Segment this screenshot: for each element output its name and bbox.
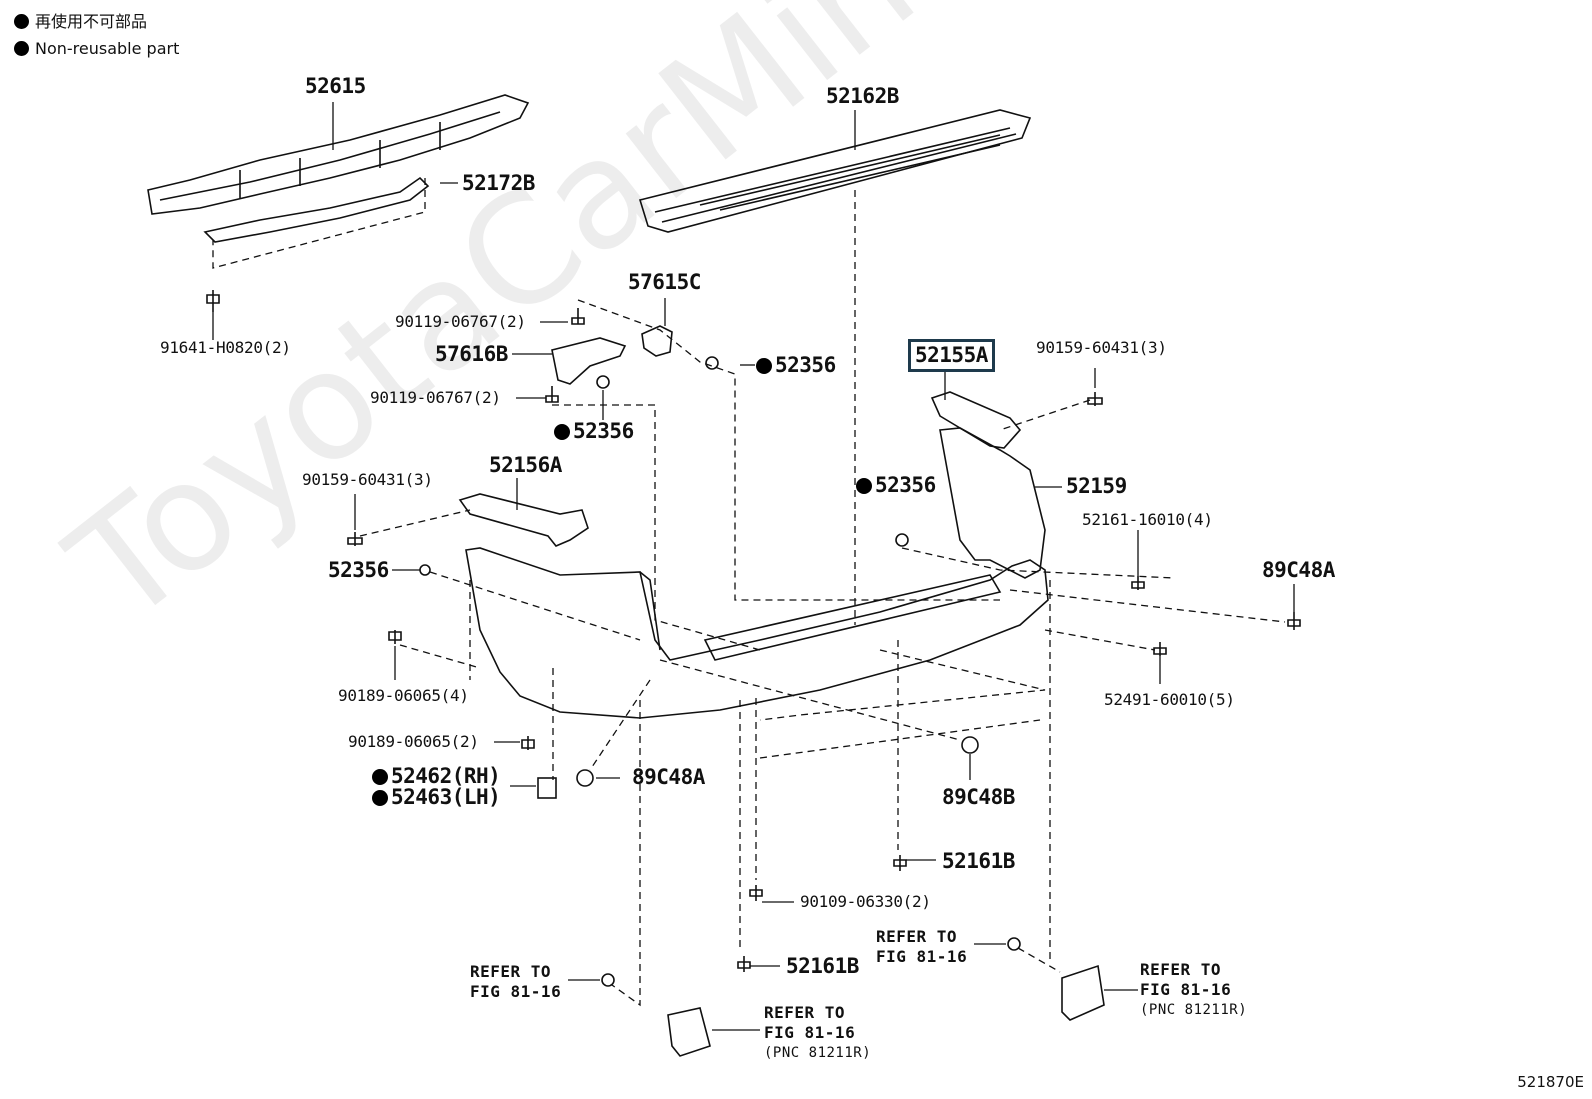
non-reusable-dot-icon [856, 478, 872, 494]
legend-en: Non-reusable part [14, 41, 179, 57]
refer-pnc-right-line3: (PNC 81211R) [1140, 1002, 1248, 1018]
part-52156A-shape [458, 493, 589, 547]
refer-center-line2: FIG 81-16 [876, 947, 968, 966]
refer-fig-81-16-pnc-left[interactable]: REFER TO FIG 81-16 (PNC 81211R) [764, 1003, 871, 1063]
label-52155A-highlighted[interactable]: 52155A [908, 339, 995, 372]
refer-left-line1: REFER TO [470, 962, 552, 981]
part-52172B-shape [203, 176, 430, 243]
part-bumper-cover-shape [465, 547, 1049, 719]
legend-jp: 再使用不可部品 [14, 14, 147, 30]
refer-center-line1: REFER TO [876, 927, 958, 946]
label-90189-06065-2[interactable]: 90189-06065(2) [348, 732, 479, 751]
label-52356-left-bracket-text: 52356 [573, 419, 634, 443]
non-reusable-dot-icon [756, 358, 772, 374]
part-52159-shape [939, 427, 1046, 579]
label-57616B[interactable]: 57616B [435, 342, 508, 366]
non-reusable-dot-icon [554, 424, 570, 440]
label-52615[interactable]: 52615 [305, 74, 366, 98]
label-90189-06065-4[interactable]: 90189-06065(4) [338, 686, 469, 705]
legend-en-text: Non-reusable part [35, 39, 180, 58]
figure-id: 521870E [1517, 1073, 1584, 1091]
label-52156A[interactable]: 52156A [489, 453, 562, 477]
non-reusable-dot-icon [372, 769, 388, 785]
label-90109-06330[interactable]: 90109-06330(2) [800, 892, 931, 911]
label-52356-center[interactable]: 52356 [856, 475, 936, 496]
label-52356-upper[interactable]: 52356 [756, 355, 836, 376]
label-52356-upper-text: 52356 [775, 353, 836, 377]
label-90159-60431-right[interactable]: 90159-60431(3) [1036, 338, 1167, 357]
label-52462-text: 52462(RH) [391, 764, 501, 788]
label-52159[interactable]: 52159 [1066, 474, 1127, 498]
part-57616B-shape [551, 337, 627, 385]
label-91641-H0820[interactable]: 91641-H0820(2) [160, 338, 291, 357]
label-52462-rh[interactable]: 52462(RH) [372, 764, 501, 788]
label-90119-06767-top[interactable]: 90119-06767(2) [395, 312, 526, 331]
right-lamp-shape [1061, 964, 1105, 1021]
label-52463-text: 52463(LH) [391, 785, 501, 809]
part-52155A-shape [930, 391, 1022, 449]
refer-pnc-right-line2: FIG 81-16 [1140, 980, 1232, 999]
part-52162B-shape [638, 109, 1032, 233]
label-52172B[interactable]: 52172B [462, 171, 535, 195]
label-52161-16010[interactable]: 52161-16010(4) [1082, 510, 1213, 529]
refer-pnc-left-line1: REFER TO [764, 1003, 846, 1022]
label-52161B-upper[interactable]: 52161B [942, 849, 1015, 873]
non-reusable-dot-icon [14, 14, 29, 29]
label-52162B[interactable]: 52162B [826, 84, 899, 108]
non-reusable-dot-icon [372, 790, 388, 806]
refer-pnc-left-line3: (PNC 81211R) [764, 1045, 872, 1061]
label-52161B-lower[interactable]: 52161B [786, 954, 859, 978]
refer-fig-81-16-left[interactable]: REFER TO FIG 81-16 [470, 962, 561, 1002]
part-52615-shape [147, 94, 530, 215]
label-89C48A-right[interactable]: 89C48A [1262, 558, 1335, 582]
label-52491-60010[interactable]: 52491-60010(5) [1104, 690, 1235, 709]
refer-fig-81-16-center[interactable]: REFER TO FIG 81-16 [876, 927, 967, 967]
label-52356-center-text: 52356 [875, 473, 936, 497]
refer-left-line2: FIG 81-16 [470, 982, 562, 1001]
refer-pnc-left-line2: FIG 81-16 [764, 1023, 856, 1042]
label-90119-06767-bottom[interactable]: 90119-06767(2) [370, 388, 501, 407]
bolts [206, 290, 1301, 987]
legend-jp-text: 再使用不可部品 [35, 12, 148, 31]
part-57615C-shape [641, 325, 673, 357]
left-lamp-shape [667, 1007, 711, 1057]
refer-fig-81-16-pnc-right[interactable]: REFER TO FIG 81-16 (PNC 81211R) [1140, 960, 1247, 1020]
label-89C48B[interactable]: 89C48B [942, 785, 1015, 809]
label-52356-left-bracket[interactable]: 52356 [554, 421, 634, 442]
non-reusable-dot-icon [14, 41, 29, 56]
label-89C48A-left[interactable]: 89C48A [632, 765, 705, 789]
refer-pnc-right-line1: REFER TO [1140, 960, 1222, 979]
label-52463-lh[interactable]: 52463(LH) [372, 785, 501, 809]
label-90159-60431-left[interactable]: 90159-60431(3) [302, 470, 433, 489]
label-52356-left[interactable]: 52356 [328, 558, 389, 582]
label-57615C[interactable]: 57615C [628, 270, 701, 294]
